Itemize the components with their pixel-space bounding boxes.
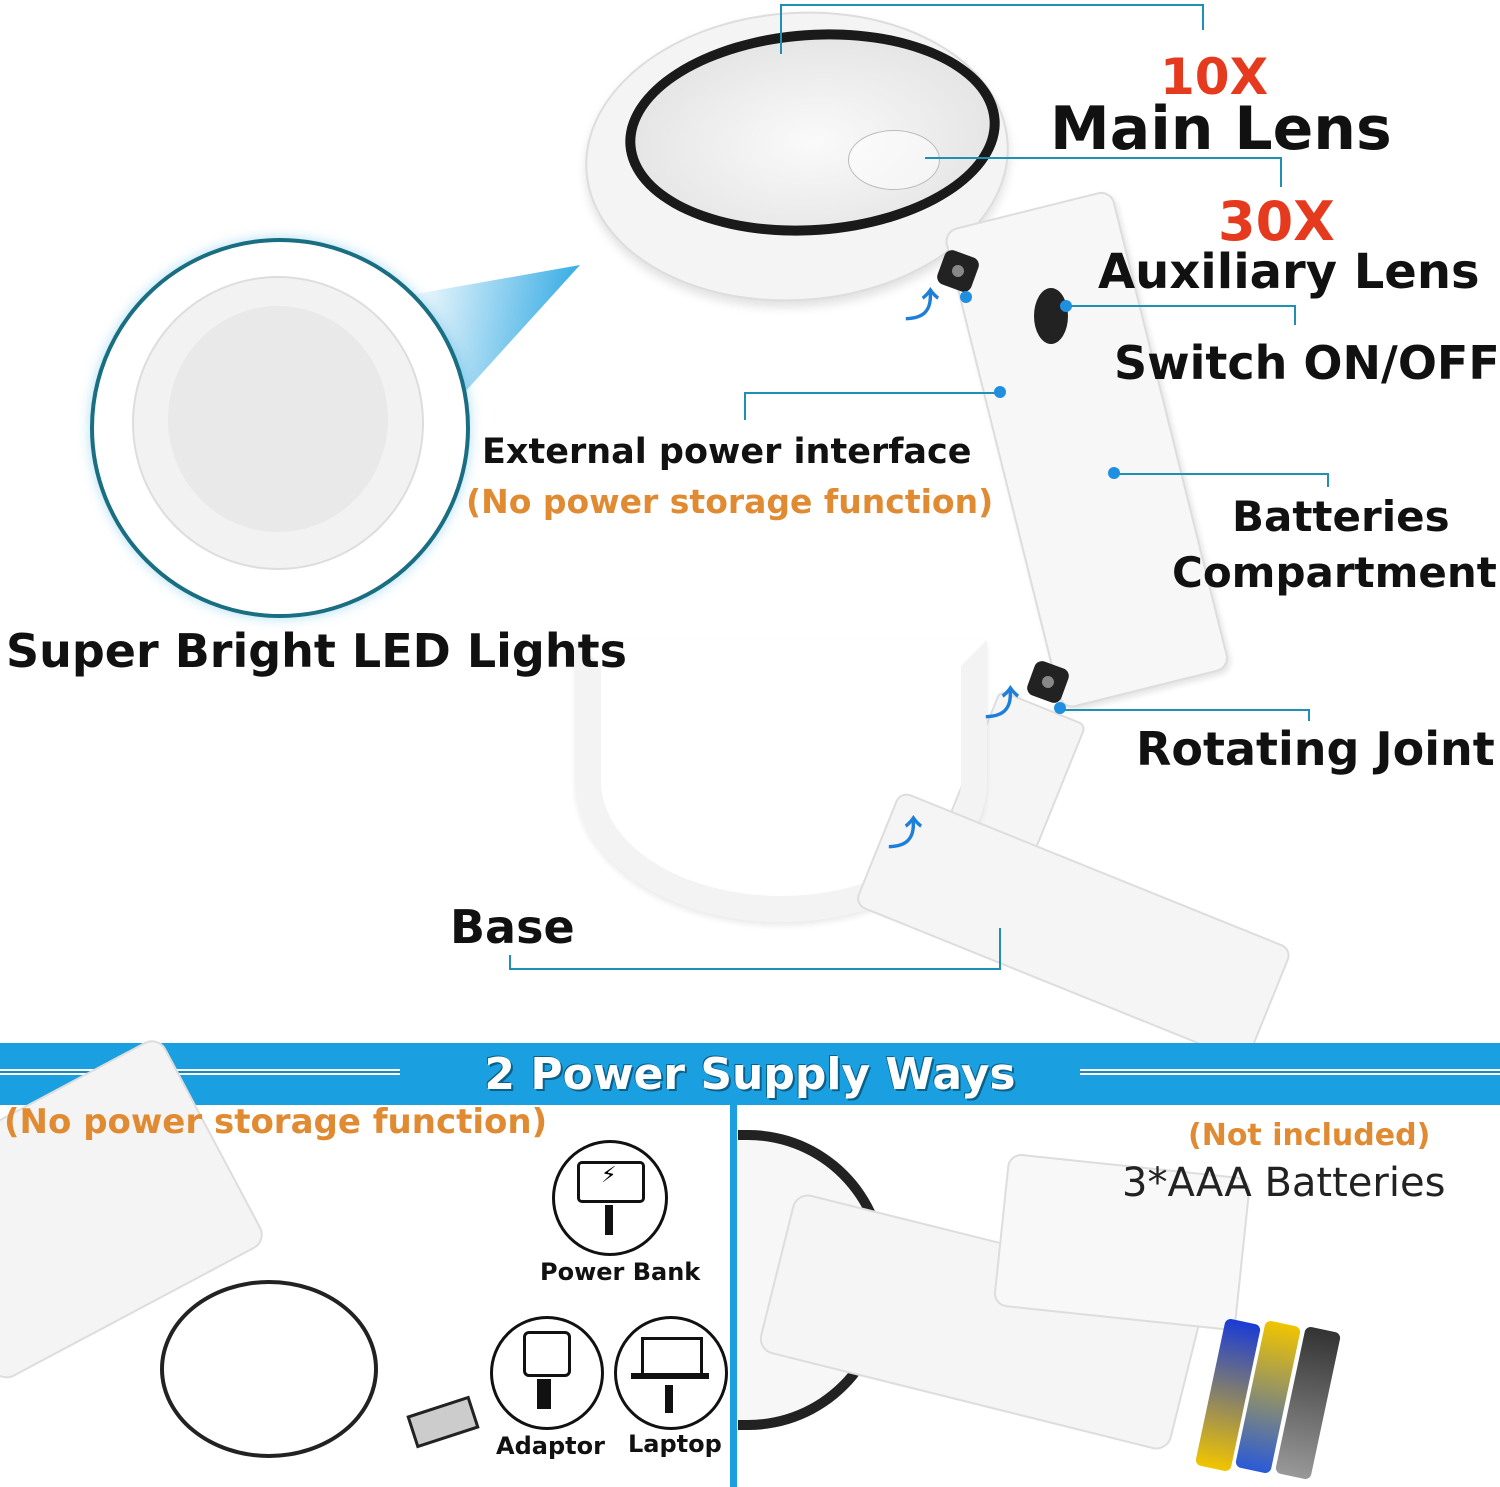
usb-cable [160,1280,378,1458]
external-power-note: (No power storage function) [466,482,994,521]
power-supply-banner: 2 Power Supply Ways [0,1043,1500,1105]
switch-label: Switch ON/OFF [1114,336,1500,390]
switch-button [1034,288,1068,344]
banner-title: 2 Power Supply Ways [484,1049,1016,1100]
rotate-arrow-icon: ⤴ [905,286,939,326]
batteries-compartment-label-1: Batteries [1232,492,1450,541]
adaptor-label: Adaptor [496,1432,605,1460]
main-lens-label: Main Lens [1050,94,1392,164]
wall-outlet-icon [490,1316,604,1430]
auxiliary-lens-label: Auxiliary Lens [1098,244,1480,300]
rotate-arrow-icon: ⤴ [985,684,1019,724]
laptop-icon [614,1316,728,1430]
base-label: Base [450,900,575,954]
auxiliary-lens-magnification: 30X [1218,190,1335,253]
batteries-note: (Not included) [1188,1118,1431,1153]
power-bank-label: Power Bank [540,1258,701,1286]
section-divider [730,1105,737,1487]
laptop-label: Laptop [628,1430,722,1458]
main-lens-magnification: 10X [1160,48,1269,106]
power-bank-icon: ⚡ [552,1140,668,1256]
batteries-compartment-label-2: Compartment [1172,548,1497,597]
external-power-label: External power interface [482,432,972,472]
usb-plug-icon [406,1395,480,1449]
usb-note: (No power storage function) [4,1102,548,1142]
led-lights-label: Super Bright LED Lights [6,624,627,678]
auxiliary-lens [848,130,940,190]
rotating-joint-label: Rotating Joint [1136,722,1495,776]
led-diffuser [168,306,388,532]
rotate-arrow-icon: ⤴ [888,814,922,854]
batteries-label: 3*AAA Batteries [1122,1160,1446,1206]
